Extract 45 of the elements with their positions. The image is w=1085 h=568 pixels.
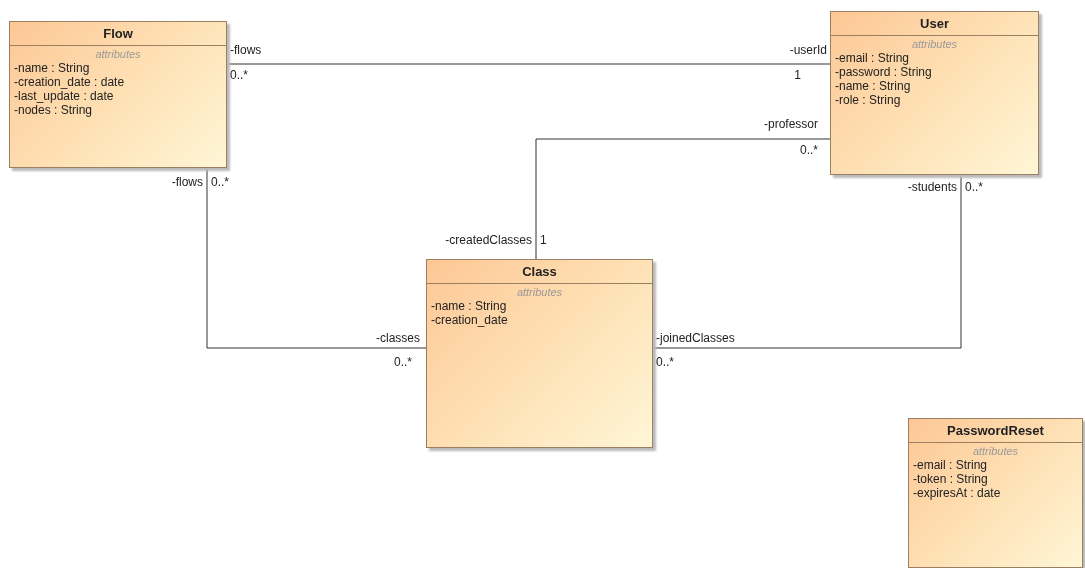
attribute-text: -email : String [912, 458, 989, 472]
association-end-label: 0..* [394, 355, 412, 369]
association-line [535, 138, 831, 260]
attribute-text: -nodes : String [13, 103, 94, 117]
association-end-label: 0..* [230, 68, 248, 82]
class-box [830, 11, 1039, 175]
class-box [908, 418, 1083, 568]
association-end-label: -students [907, 180, 957, 194]
class-name: User [831, 12, 1038, 36]
association-end-label: 0..* [965, 180, 983, 194]
class-name: Class [427, 260, 652, 284]
association-end-label: 0..* [211, 175, 229, 189]
attribute-text: -email : String [834, 51, 911, 65]
class-name: Flow [10, 22, 226, 46]
class-name: PasswordReset [909, 419, 1082, 443]
association-end-label: 1 [794, 68, 801, 82]
compartment-label: attributes [94, 48, 142, 61]
association-end-label: 1 [540, 233, 547, 247]
association-end-label: -professor [763, 117, 818, 131]
attribute-text: -name : String [430, 299, 508, 313]
class-box [9, 21, 227, 168]
association-end-label: -joinedClasses [656, 331, 735, 345]
association-end-label: -classes [376, 331, 420, 345]
attribute-text: -expiresAt : date [912, 486, 1002, 500]
attribute-text: -name : String [13, 61, 91, 75]
association-end-label: -flows [171, 175, 203, 189]
association-end-label: 0..* [800, 143, 818, 157]
association-end-label: -flows [230, 43, 262, 57]
attribute-text: -token : String [912, 472, 989, 486]
class-box [426, 259, 653, 448]
compartment-label: attributes [515, 286, 564, 299]
association-line [226, 63, 831, 65]
association-end-label: -createdClasses [445, 233, 532, 247]
attribute-text: -password : String [834, 65, 933, 79]
attribute-text: -last_update : date [13, 89, 115, 103]
association-line [652, 174, 962, 349]
association-end-label: 0..* [656, 355, 674, 369]
attribute-text: -name : String [834, 79, 912, 93]
association-end-label: -userId [789, 43, 827, 57]
attribute-text: -creation_date [430, 313, 509, 327]
attribute-text: -role : String [834, 93, 902, 107]
compartment-label: attributes [910, 38, 959, 51]
association-line [206, 167, 427, 349]
compartment-label: attributes [971, 445, 1020, 458]
attribute-text: -creation_date : date [13, 75, 126, 89]
